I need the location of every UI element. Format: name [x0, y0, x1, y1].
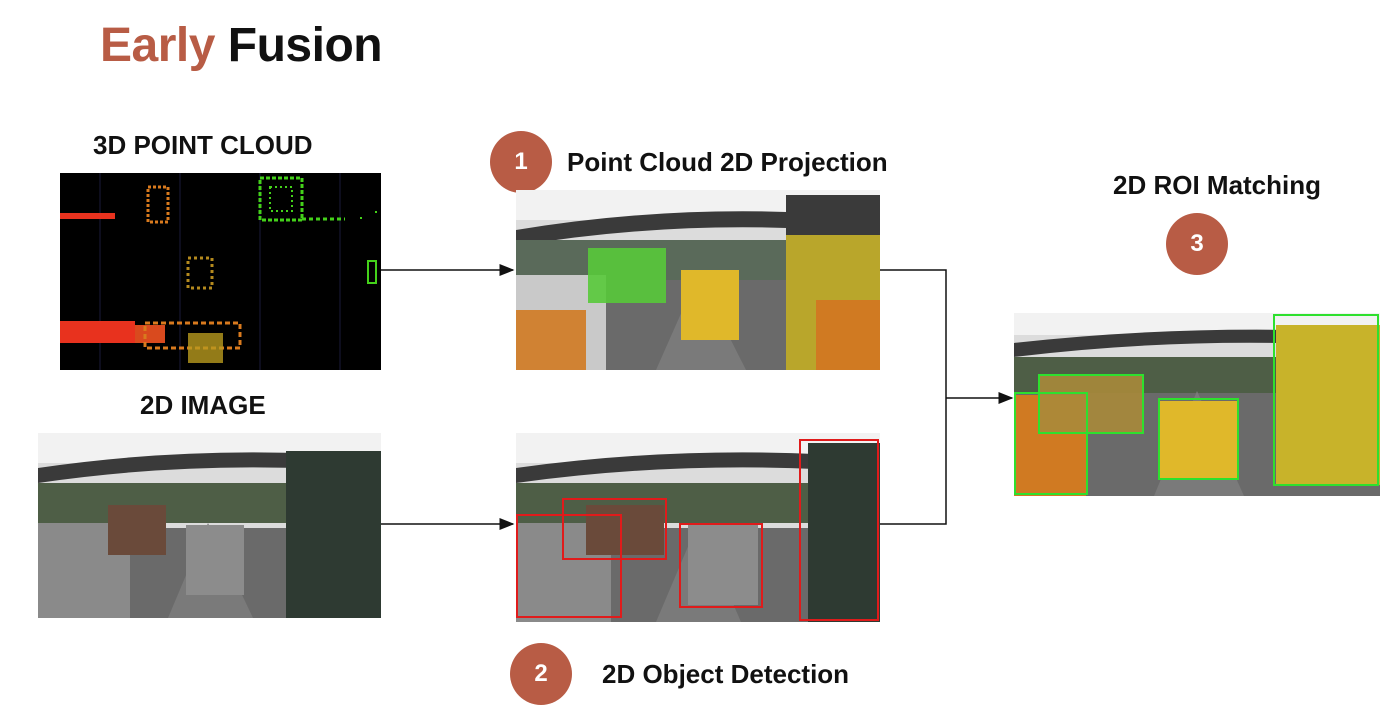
- image-label: 2D IMAGE: [140, 390, 266, 420]
- detection-box-truck-right: [799, 439, 879, 621]
- page-title: Early Fusion: [100, 18, 383, 73]
- detection-box-truck: [562, 498, 667, 560]
- point-cloud-image: [60, 173, 381, 370]
- step-1-label: Point Cloud 2D Projection: [567, 147, 888, 177]
- detection-box-car-left: [516, 514, 622, 618]
- lidar-cluster-car-2: [186, 256, 214, 290]
- step-3-label: 2D ROI Matching: [1113, 170, 1322, 200]
- scene-truck-left: [108, 505, 166, 555]
- step-3-badge: 3: [1166, 213, 1228, 275]
- connector-projection-to-merge: [880, 269, 947, 525]
- roi-box-truck-right: [1273, 314, 1379, 486]
- step-2-badge: 2: [510, 643, 572, 705]
- title-word-fusion: Fusion: [227, 19, 383, 72]
- step-2-label: 2D Object Detection: [602, 659, 850, 689]
- detection-box-car-center: [679, 523, 763, 608]
- lidar-cluster-truck: [258, 176, 304, 222]
- lidar-cluster-car-1: [146, 185, 170, 224]
- roi-box-car-left: [1014, 392, 1088, 495]
- title-word-early: Early: [100, 19, 215, 72]
- detection-image: [516, 433, 880, 622]
- roi-matching-image: [1014, 313, 1380, 496]
- step-1-badge: 1: [490, 131, 552, 193]
- lidar-cluster-left: [60, 213, 115, 219]
- roi-boxes: [1014, 314, 1379, 495]
- roi-box-truck: [1038, 374, 1144, 434]
- scene-truck-right: [286, 451, 381, 618]
- lidar-cluster-near: [60, 321, 135, 343]
- projection-image: [516, 190, 880, 370]
- detection-boxes: [516, 439, 879, 621]
- scene-car-center: [186, 525, 244, 595]
- roi-box-car-center: [1158, 398, 1239, 480]
- point-cloud-label: 3D POINT CLOUD: [93, 130, 313, 160]
- camera-image: [38, 433, 381, 618]
